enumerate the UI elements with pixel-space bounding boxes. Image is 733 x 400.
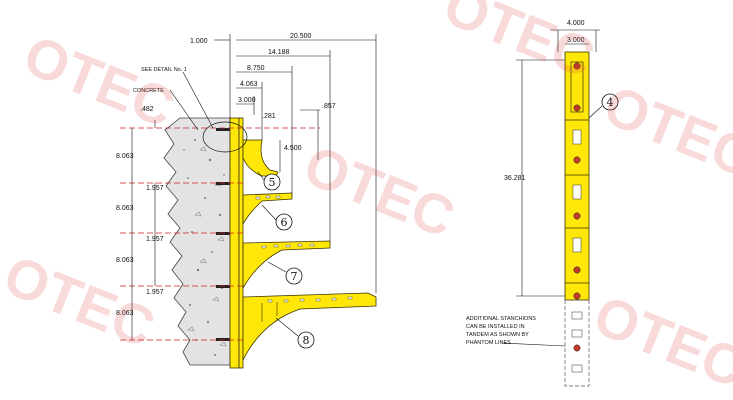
dim-stanchion-height: 36.281 — [504, 175, 526, 182]
bracket-6 — [242, 192, 293, 226]
callout-6: 6 — [281, 216, 288, 229]
watermark-4: OTEC — [0, 243, 163, 360]
dim-gap-a: 1.957 — [146, 185, 164, 192]
watermark-5: OTEC — [436, 0, 604, 89]
dim-spacing-b: 8.063 — [116, 205, 134, 212]
watermark-2: OTEC — [296, 133, 464, 250]
spacing-centerlines — [120, 127, 320, 341]
dim-stanchion-outer: 4.000 — [567, 20, 585, 27]
right-side-dimensions: .857 4.500 — [279, 103, 336, 172]
dim-width-5: 3.000 — [238, 97, 256, 104]
callout-7: 7 — [291, 270, 298, 283]
dim-width-3: 8.750 — [247, 65, 265, 72]
dim-stanchion-inner: 3.000 — [567, 37, 585, 44]
dim-offset-482: .482 — [140, 106, 154, 113]
front-dimensions: 4.000 3.000 36.281 — [504, 20, 600, 297]
note-line-3: TANDEM AS SHOWN BY — [466, 332, 529, 338]
dim-spacing-a: 8.063 — [116, 153, 134, 160]
dim-width-4: 4.063 — [240, 81, 258, 88]
callout-4-group: 4 — [588, 93, 619, 119]
note-line-1: ADDITIONAL STANCHIONS — [466, 316, 536, 322]
top-dimensions: 1.000 20.500 14.188 8.750 4.063 3.000 .2… — [190, 33, 377, 293]
callout-5: 5 — [269, 176, 276, 189]
left-labels: SEE DETAIL No. 1 CONCRETE — [133, 67, 214, 131]
note-line-2: CAN BE INSTALLED IN — [466, 324, 525, 330]
bracket-7 — [242, 240, 331, 290]
dim-offset-857: .857 — [322, 103, 336, 110]
dim-drop-4500: 4.500 — [284, 145, 302, 152]
label-see-detail: SEE DETAIL No. 1 — [141, 67, 187, 73]
callout-8: 8 — [303, 334, 310, 347]
dim-gap-c: 1.957 — [146, 289, 164, 296]
dim-top-left: 1.000 — [190, 38, 208, 45]
watermark-1: OTEC — [16, 23, 184, 140]
watermark-6: OTEC — [586, 283, 733, 400]
side-stanchion — [216, 117, 244, 369]
dim-overall-width: 20.500 — [290, 33, 312, 40]
callouts-left: 5 6 7 8 — [257, 171, 315, 349]
dim-offset-281: .281 — [262, 113, 276, 120]
left-dimensions: 8.063 8.063 8.063 8.063 1.957 1.957 1.95… — [116, 106, 164, 340]
bracket-5-hook — [242, 139, 279, 177]
front-stanchion — [564, 51, 590, 387]
dim-spacing-c: 8.063 — [116, 257, 134, 264]
detail-circle — [202, 121, 248, 153]
phantom-note: ADDITIONAL STANCHIONS CAN BE INSTALLED I… — [466, 316, 566, 347]
dim-spacing-d: 8.063 — [116, 310, 134, 317]
dim-arm-width: 14.188 — [268, 49, 290, 56]
bracket-8 — [242, 292, 377, 361]
label-concrete: CONCRETE — [133, 88, 164, 94]
concrete-wall — [163, 117, 231, 366]
dim-gap-b: 1.957 — [146, 236, 164, 243]
callout-4: 4 — [607, 96, 614, 109]
note-line-4: PHANTOM LINES — [466, 340, 511, 346]
watermark-3: OTEC — [596, 73, 733, 190]
